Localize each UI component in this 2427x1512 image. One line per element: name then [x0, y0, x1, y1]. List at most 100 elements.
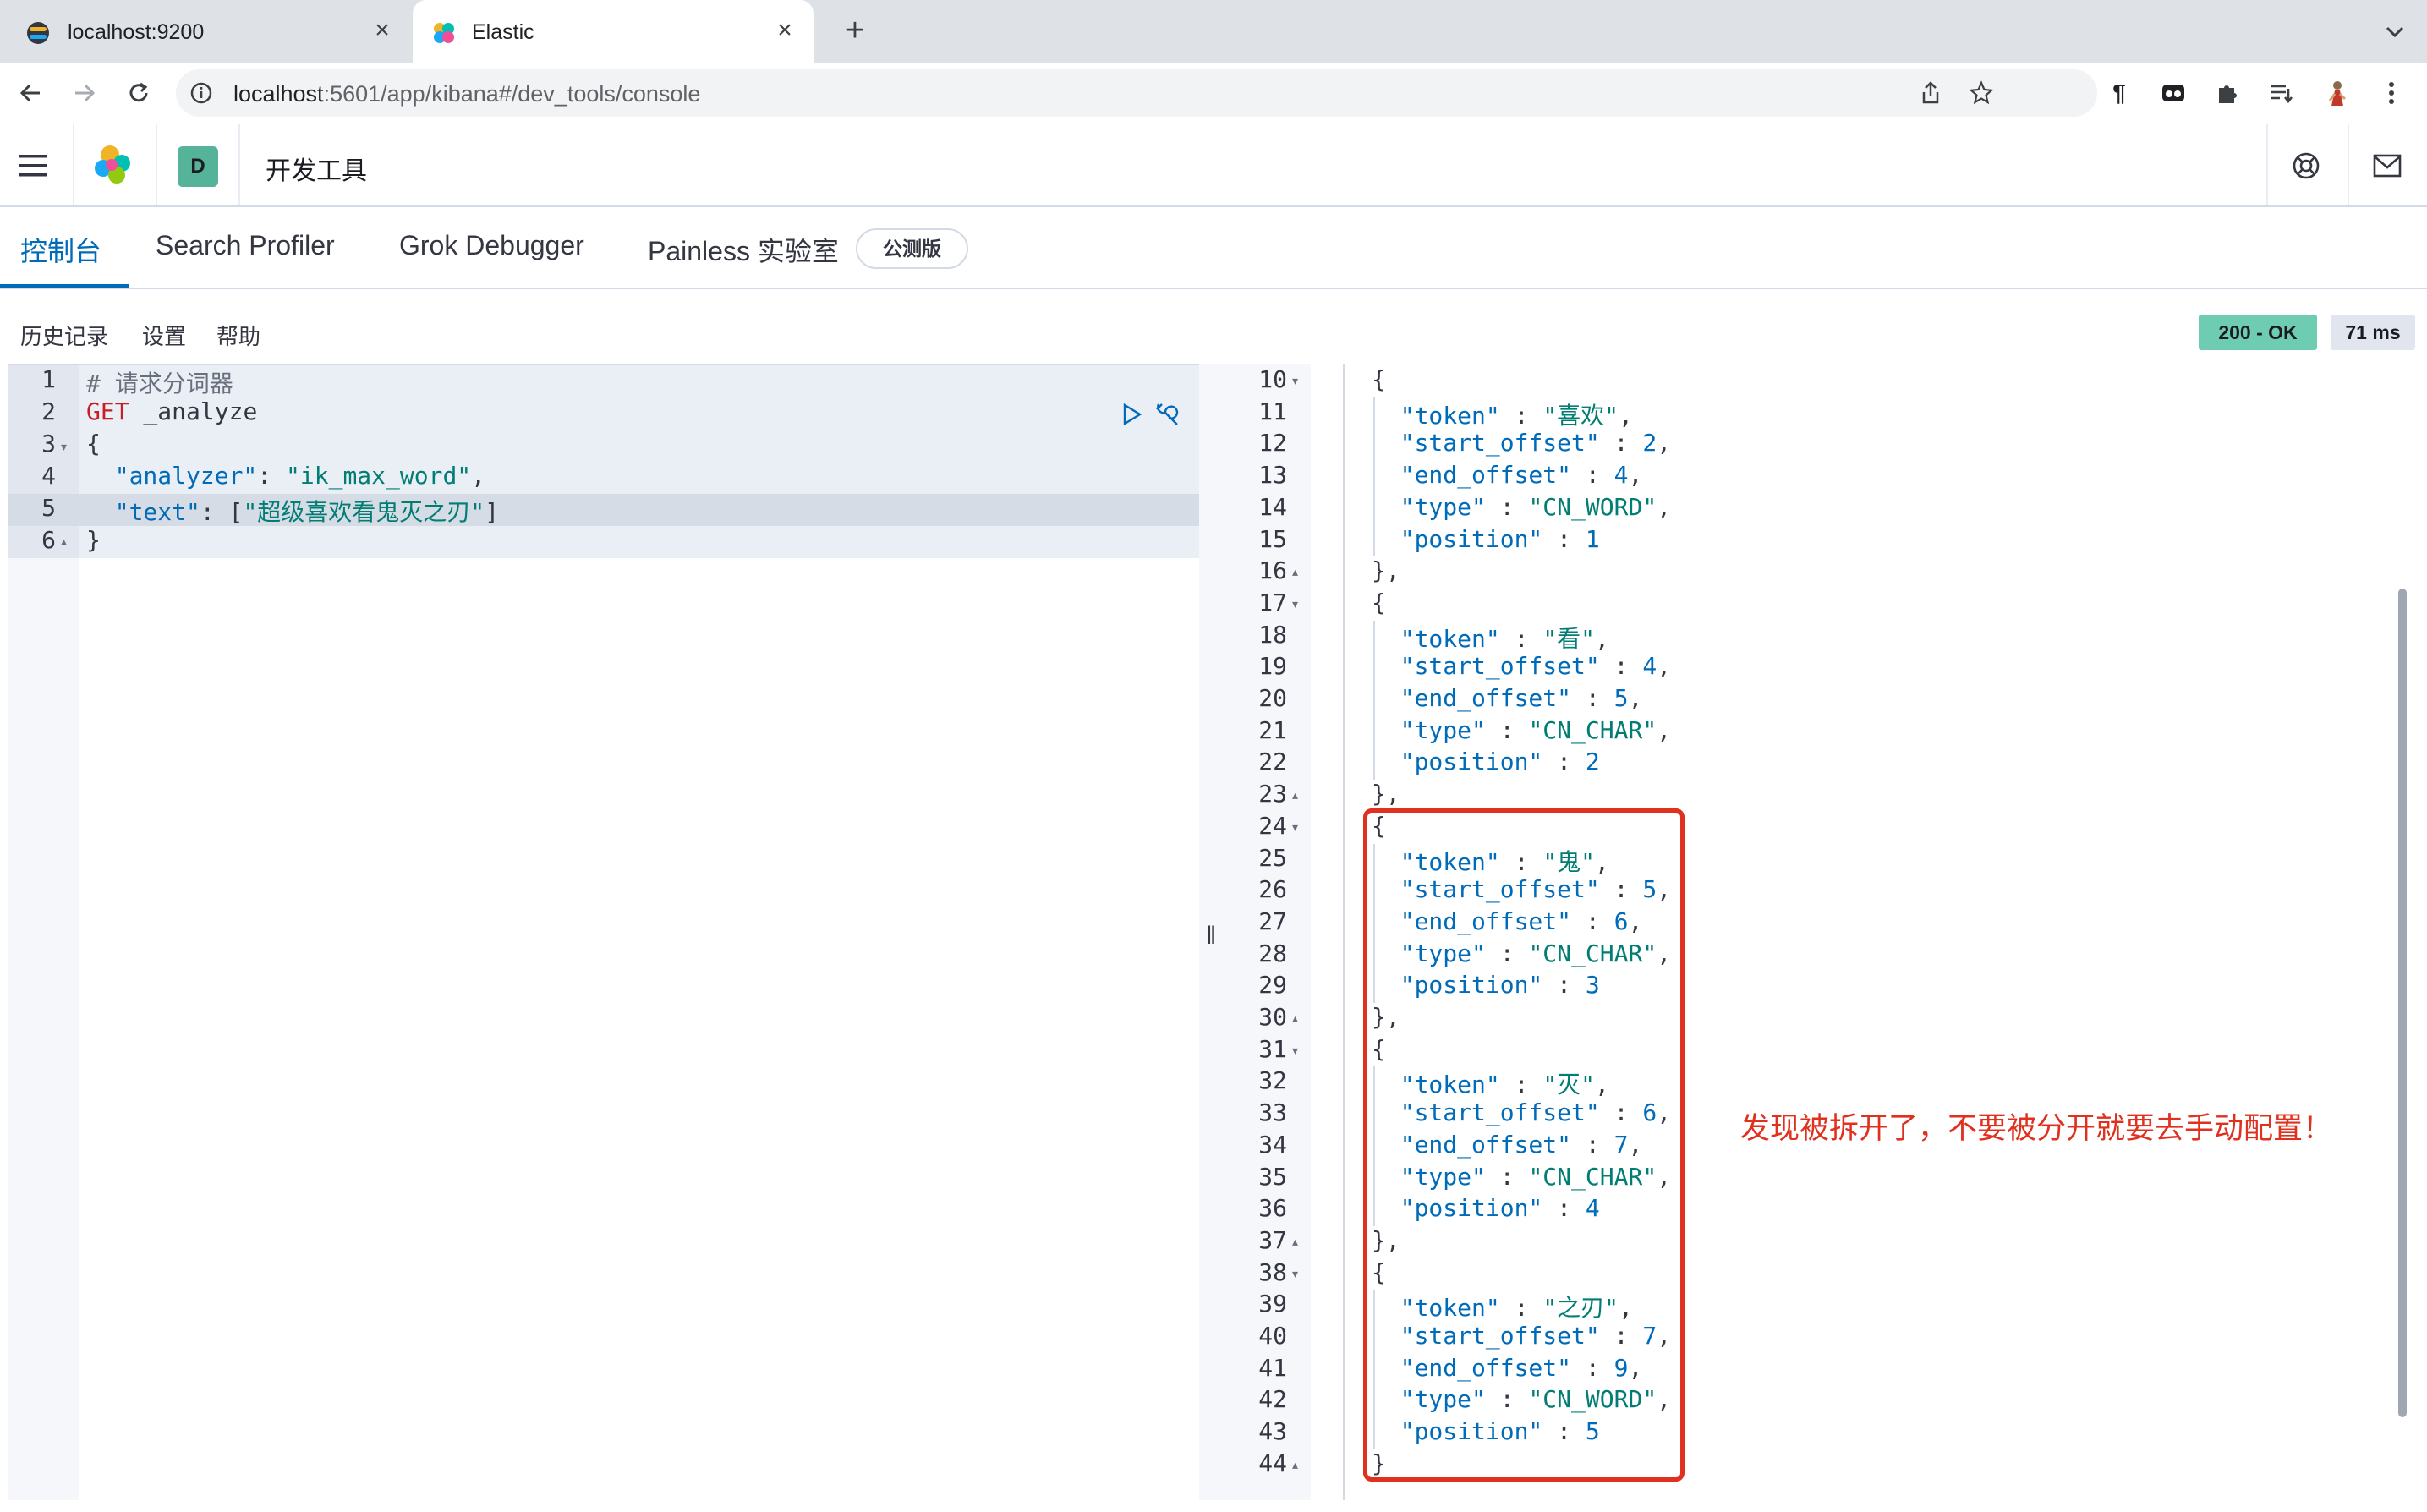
tab-title: Elastic [472, 20, 534, 44]
newsfeed-button[interactable] [2369, 148, 2405, 184]
code-token: "CN_CHAR" [1528, 1162, 1657, 1191]
settings-link[interactable]: 设置 [142, 324, 187, 349]
elastic-logo-icon[interactable] [91, 143, 135, 187]
elastic-icon [27, 22, 49, 44]
indent-guide [1373, 620, 1375, 781]
code-token: , [1657, 715, 1672, 744]
code-token: 5 [1642, 875, 1657, 904]
line-number: 13 [1258, 461, 1287, 490]
new-tab-button[interactable]: + [845, 13, 865, 48]
code-line: "position" : 1 [1372, 525, 1600, 553]
close-icon[interactable]: × [777, 16, 792, 44]
drag-handle-icon[interactable]: ‖ [1206, 922, 1217, 950]
info-icon[interactable] [189, 81, 213, 105]
tab-painless-lab[interactable]: Painless 实验室 [648, 236, 839, 266]
wrench-icon[interactable] [1153, 401, 1182, 428]
help-button[interactable] [2288, 148, 2324, 184]
fold-close-icon[interactable]: ▴ [1292, 1234, 1299, 1248]
mail-icon [2373, 154, 2402, 178]
browser-tab-elastic[interactable]: Elastic × [413, 0, 814, 63]
play-icon[interactable] [1120, 403, 1143, 426]
line-number: 34 [1258, 1130, 1287, 1159]
fold-close-icon[interactable]: ▴ [61, 534, 68, 548]
close-icon[interactable]: × [375, 16, 390, 44]
fold-close-icon[interactable]: ▴ [1292, 1457, 1299, 1471]
star-icon[interactable] [1969, 80, 1994, 106]
hamburger-menu-icon[interactable] [17, 151, 51, 180]
address-bar[interactable]: localhost:5601/app/kibana#/dev_tools/con… [176, 69, 2097, 117]
code-token: "之刃" [1542, 1294, 1619, 1323]
code-token: : [1499, 1071, 1543, 1099]
fold-close-icon[interactable]: ▴ [1292, 565, 1299, 579]
reload-button[interactable] [122, 76, 156, 110]
code-line[interactable]: } [86, 526, 101, 554]
indent-guide [1343, 364, 1345, 1500]
chevron-down-icon[interactable] [2380, 17, 2410, 47]
code-token: "end_offset" [1400, 907, 1572, 935]
kibana-header: D 开发工具 [0, 124, 2427, 207]
code-token: _analyze [129, 397, 258, 425]
incognito-extension-icon[interactable] [2156, 76, 2190, 110]
code-token: : [1499, 624, 1543, 653]
code-token: "CN_CHAR" [1528, 939, 1657, 967]
code-token: 5 [1613, 684, 1629, 712]
code-token: "analyzer" [114, 462, 258, 490]
line-number: 1 [41, 365, 56, 393]
browser-tab-localhost-9200[interactable]: localhost:9200 × [0, 0, 411, 63]
fold-close-icon[interactable]: ▴ [1292, 788, 1299, 803]
tab-search-profiler[interactable]: Search Profiler [156, 230, 335, 260]
share-icon[interactable] [1918, 80, 1943, 106]
fold-open-icon[interactable]: ▾ [1292, 819, 1299, 834]
scrollbar[interactable] [2398, 589, 2407, 1417]
devtools-tab-bar: 控制台 Search Profiler Grok Debugger Painle… [0, 208, 2427, 289]
code-token: , [1628, 684, 1643, 712]
fold-open-icon[interactable]: ▾ [1292, 596, 1299, 611]
code-token: { [1372, 588, 1386, 616]
code-line[interactable]: "text": ["超级喜欢看鬼灭之刃"] [86, 494, 499, 528]
line-number: 20 [1258, 684, 1287, 712]
code-token: "end_offset" [1400, 1130, 1572, 1159]
code-line: "type" : "CN_CHAR", [1372, 716, 1671, 744]
line-number: 35 [1258, 1162, 1287, 1191]
code-line: { [1372, 365, 1386, 393]
tab-grok-debugger[interactable]: Grok Debugger [399, 230, 584, 260]
code-token [1372, 402, 1400, 430]
fold-open-icon[interactable]: ▾ [1292, 1266, 1299, 1280]
fold-open-icon[interactable]: ▾ [1292, 374, 1299, 387]
reading-list-icon[interactable] [2265, 76, 2298, 110]
code-line[interactable]: { [86, 430, 101, 457]
kebab-menu-icon[interactable] [2375, 76, 2408, 110]
back-button[interactable] [14, 76, 47, 110]
code-token: "start_offset" [1400, 875, 1600, 904]
code-line: "position" : 4 [1372, 1194, 1600, 1222]
code-token: , [1657, 1098, 1672, 1127]
fold-open-icon[interactable]: ▾ [1292, 1043, 1299, 1057]
code-token: } [1372, 1449, 1386, 1477]
code-token: "start_offset" [1400, 429, 1600, 457]
code-token: { [1372, 1034, 1386, 1063]
code-token: }, [1372, 1003, 1400, 1031]
pilcrow-extension-icon[interactable]: ¶ [2112, 79, 2126, 106]
code-token: 1 [1585, 524, 1600, 553]
code-line[interactable]: "analyzer": "ik_max_word", [86, 462, 485, 490]
help-link[interactable]: 帮助 [216, 324, 261, 349]
history-link[interactable]: 历史记录 [20, 324, 109, 349]
code-token: { [1372, 1257, 1386, 1286]
space-avatar[interactable]: D [178, 146, 218, 187]
code-line[interactable]: GET _analyze [86, 397, 257, 425]
code-line: "token" : "看", [1372, 621, 1609, 655]
tab-console[interactable]: 控制台 [20, 236, 102, 266]
fold-open-icon[interactable]: ▾ [61, 440, 68, 453]
code-line[interactable]: # 请求分词器 [86, 365, 233, 399]
code-token: : [1571, 1353, 1614, 1382]
fold-close-icon[interactable]: ▴ [1292, 1011, 1299, 1025]
code-token: 4 [1613, 461, 1629, 490]
line-number: 27 [1258, 907, 1287, 935]
forward-button[interactable] [68, 76, 101, 110]
panel-resizer[interactable]: ‖ [1199, 364, 1224, 1500]
puzzle-icon[interactable] [2211, 76, 2244, 110]
code-line: "end_offset" : 7, [1372, 1130, 1643, 1159]
profile-avatar[interactable] [2320, 76, 2354, 110]
